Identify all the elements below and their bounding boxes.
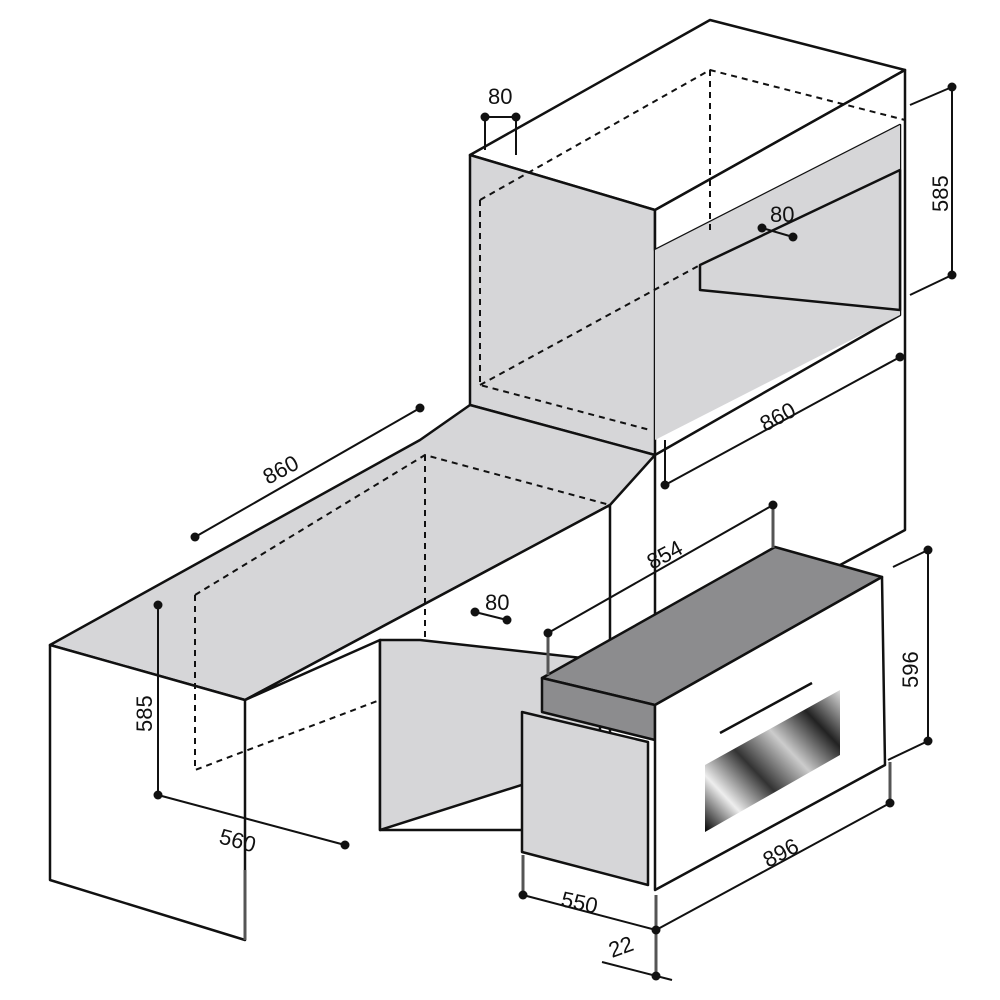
dimension-lines	[157, 86, 953, 981]
dimension-dots	[153, 82, 957, 981]
dim-lower-rear-vent: 80	[485, 590, 509, 615]
dim-upper-rear-vent: 80	[770, 202, 794, 227]
dim-oven-height: 596	[898, 651, 923, 688]
dim-oven-depth: 550	[559, 886, 600, 918]
oven-window	[705, 690, 840, 832]
dim-oven-front-thickness: 22	[605, 931, 637, 963]
oven	[520, 545, 887, 892]
dim-oven-width: 896	[759, 833, 803, 872]
dim-upper-height: 585	[928, 175, 953, 212]
lower-cabinet	[48, 403, 657, 942]
dim-lower-height: 585	[132, 695, 157, 732]
dim-lower-width: 860	[259, 450, 303, 489]
dim-upper-vent-gap: 80	[488, 84, 512, 109]
upper-cabinet	[468, 18, 907, 667]
